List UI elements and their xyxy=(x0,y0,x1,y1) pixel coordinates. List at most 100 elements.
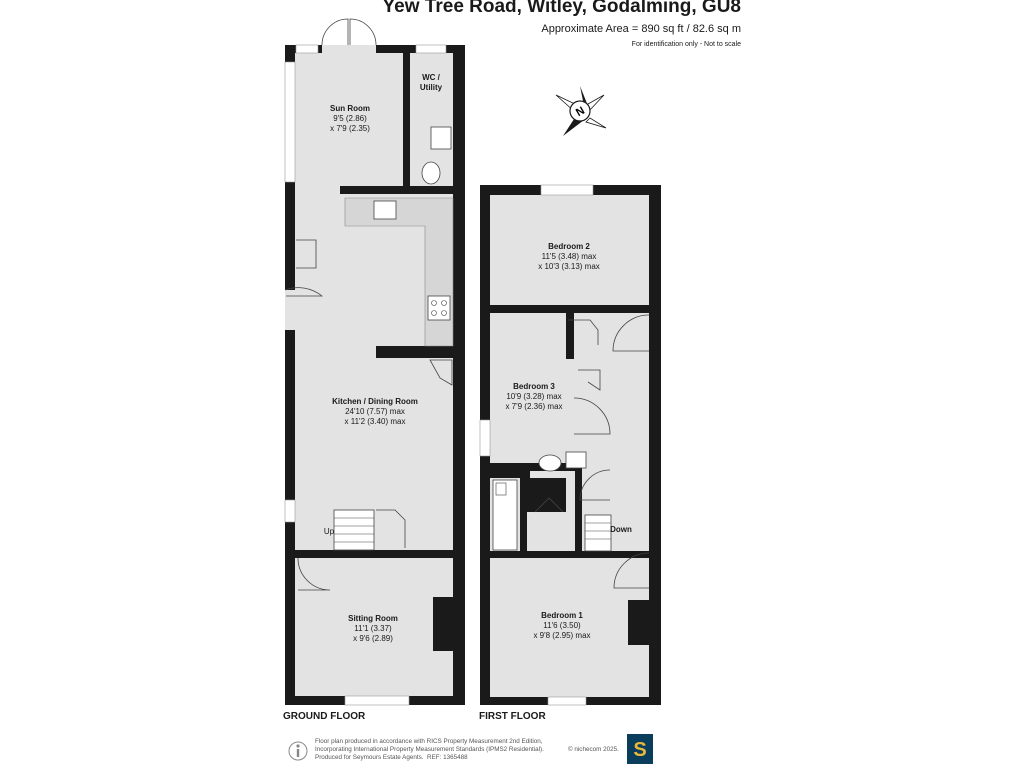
footer-copyright: © nichecom 2025. xyxy=(568,746,619,753)
footer-disclaimer: Floor plan produced in accordance with R… xyxy=(315,738,544,762)
kitchen-partition xyxy=(376,346,453,358)
hob-icon xyxy=(427,295,451,321)
hob-ring-icon xyxy=(441,300,447,306)
sun-room-dim2: x 7'9 (2.35) xyxy=(330,124,370,133)
footer-line-1: Floor plan produced in accordance with R… xyxy=(315,738,543,745)
compass-north-point xyxy=(580,86,588,106)
bedroom-3-dim1: 10'9 (3.28) max xyxy=(506,392,561,401)
scale-note: For identification only - Not to scale xyxy=(631,41,741,48)
bedroom-1-door-swing xyxy=(613,552,650,589)
french-door-opening xyxy=(322,45,376,53)
side-door-opening xyxy=(285,290,295,330)
wc-window xyxy=(415,44,447,54)
bath-icon xyxy=(492,479,518,551)
kitchen-worktop xyxy=(344,197,454,347)
bedroom-1-floor xyxy=(490,558,649,697)
sun-room-dim1: 9'5 (2.86) xyxy=(333,114,367,123)
bedroom-1-window xyxy=(547,696,587,706)
hob-ring-icon xyxy=(441,310,447,316)
stair-down-label: Down xyxy=(610,525,632,534)
french-door-left-swing xyxy=(321,18,349,46)
bedroom-3-name: Bedroom 3 xyxy=(513,382,555,391)
hob-ring-icon xyxy=(431,310,437,316)
footer-line-3: Produced for Seymours Estate Agents. REF… xyxy=(315,754,544,762)
staircase xyxy=(584,514,612,552)
basin-icon xyxy=(565,451,587,469)
wc-left-wall xyxy=(403,53,410,186)
french-door-right-swing xyxy=(349,18,377,46)
sun-room-window xyxy=(284,61,296,183)
footer-agent: Produced for Seymours Estate Agents. xyxy=(315,754,424,761)
bedroom-1-name: Bedroom 1 xyxy=(541,611,583,620)
footer-ref: REF: 1365488 xyxy=(427,754,468,761)
bedroom-2-door-swing xyxy=(612,314,650,352)
property-title: Yew Tree Road, Witley, Godalming, GU8 xyxy=(382,0,741,17)
bedroom-3-door-swing xyxy=(573,397,611,435)
sun-room-name: Sun Room xyxy=(330,104,370,113)
bedroom-1-dim1: 11'6 (3.50) xyxy=(543,621,581,630)
kitchen-name: Kitchen / Dining Room xyxy=(332,397,418,406)
compass-ring xyxy=(569,100,591,122)
bedroom-3-window xyxy=(479,419,491,457)
north-compass: N xyxy=(555,86,607,136)
kitchen-dim2: x 11'2 (3.40) max xyxy=(345,417,406,426)
sitting-room-window xyxy=(344,695,410,706)
compass-se-point xyxy=(585,117,607,129)
bedroom-2-floor xyxy=(490,195,649,305)
cupboard-floor xyxy=(527,512,575,553)
sitting-room-wall xyxy=(295,550,453,558)
bath-divider xyxy=(520,470,527,553)
stair-up-label: Up xyxy=(324,527,335,536)
sitting-room-dim2: x 9'6 (2.89) xyxy=(353,634,393,643)
footer-line-2: Incorporating International Property Mea… xyxy=(315,746,544,753)
ground-floor-label: GROUND FLOOR xyxy=(283,711,366,722)
cupboard-icon xyxy=(578,369,601,391)
landing-divider xyxy=(575,470,582,553)
bedroom-3-dim2: x 7'9 (2.36) max xyxy=(505,402,562,411)
sun-room-window-top xyxy=(295,44,319,54)
first-floor-plan xyxy=(479,184,661,706)
kitchen-top-wall xyxy=(340,186,453,194)
sitting-room-dim1: 11'1 (3.37) xyxy=(354,624,392,633)
bedroom-3-top-wall xyxy=(490,305,568,313)
ground-floor-plan xyxy=(284,18,465,706)
kitchen-door-icon xyxy=(429,359,453,386)
hob-ring-icon xyxy=(431,300,437,306)
staircase xyxy=(333,509,375,551)
stair-treads xyxy=(585,522,611,540)
wc-name-line2: Utility xyxy=(420,83,443,92)
bedroom-2-window xyxy=(540,184,594,196)
wc-name: WC / xyxy=(422,73,441,82)
sink-icon xyxy=(373,200,397,220)
sitting-room-name: Sitting Room xyxy=(348,614,398,623)
approximate-area: Approximate Area = 890 sq ft / 82.6 sq m xyxy=(541,23,741,35)
side-door-swing xyxy=(284,287,324,297)
bedroom-2-dim1: 11'5 (3.48) max xyxy=(542,252,597,261)
wardrobe-icon xyxy=(568,319,599,345)
toilet-icon xyxy=(421,161,441,185)
bedroom-3-right-wall xyxy=(566,305,574,359)
kitchen-side-window xyxy=(284,499,296,523)
utility-floor xyxy=(408,53,453,123)
logo-letter: S xyxy=(633,739,646,761)
sun-room-floor xyxy=(295,53,408,186)
bedroom-1-dim2: x 9'8 (2.95) max xyxy=(533,631,590,640)
first-floor-label: FIRST FLOOR xyxy=(479,711,546,722)
chimney-breast xyxy=(433,597,453,651)
bedroom-3-floor xyxy=(490,313,566,463)
basin-icon xyxy=(430,126,452,150)
bedroom-1-chimney xyxy=(628,600,649,645)
sitting-room-door-swing xyxy=(297,557,331,591)
kitchen-dim1: 24'10 (7.57) max xyxy=(345,407,405,416)
info-icon xyxy=(288,741,308,761)
under-stairs-cupboard xyxy=(376,509,406,548)
bedroom-2-name: Bedroom 2 xyxy=(548,242,590,251)
sitting-room-floor xyxy=(295,558,453,696)
agent-logo: S xyxy=(627,734,653,764)
airing-cupboard-doors xyxy=(534,497,564,513)
shower-tray-icon xyxy=(495,482,507,496)
stair-treads xyxy=(334,517,374,543)
toilet-icon xyxy=(538,454,562,472)
bedroom-2-dim2: x 10'3 (3.13) max xyxy=(538,262,600,271)
